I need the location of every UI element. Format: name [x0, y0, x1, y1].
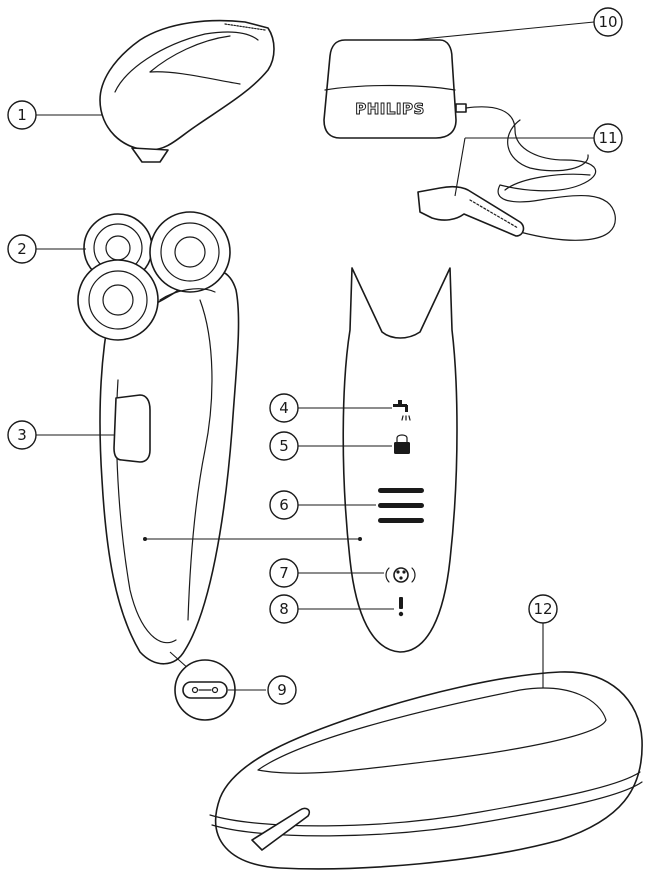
callout-number: 5	[279, 437, 289, 455]
callout-number: 12	[533, 600, 552, 618]
callout-number: 4	[279, 399, 289, 417]
callout-12: 12	[529, 595, 557, 623]
callout-10: 10	[594, 8, 622, 36]
callout-7: 7	[270, 559, 298, 587]
brand-label: PHILIPS	[355, 100, 425, 118]
socket-inset	[170, 652, 235, 720]
callout-number: 3	[17, 426, 27, 444]
callout-1: 1	[8, 101, 36, 129]
callout-3: 3	[8, 421, 36, 449]
callout-number: 9	[277, 681, 287, 699]
callout-number: 8	[279, 600, 289, 618]
callout-number: 7	[279, 564, 289, 582]
callout-8: 8	[270, 595, 298, 623]
callout-5: 5	[270, 432, 298, 460]
power-adapter: PHILIPS	[324, 40, 466, 138]
callout-9: 9	[268, 676, 296, 704]
trimmer-attachment	[100, 21, 274, 162]
callout-2: 2	[8, 235, 36, 263]
callout-6: 6	[270, 491, 298, 519]
callout-number: 2	[17, 240, 27, 258]
callout-number: 11	[598, 129, 617, 147]
exclamation-icon	[399, 597, 403, 616]
callout-number: 1	[17, 106, 27, 124]
shaver-body	[78, 212, 239, 664]
callout-number: 10	[598, 13, 617, 31]
callout-11: 11	[594, 124, 622, 152]
callout-number: 6	[279, 496, 289, 514]
shaver-front-panel	[343, 268, 457, 652]
callout-4: 4	[270, 394, 298, 422]
